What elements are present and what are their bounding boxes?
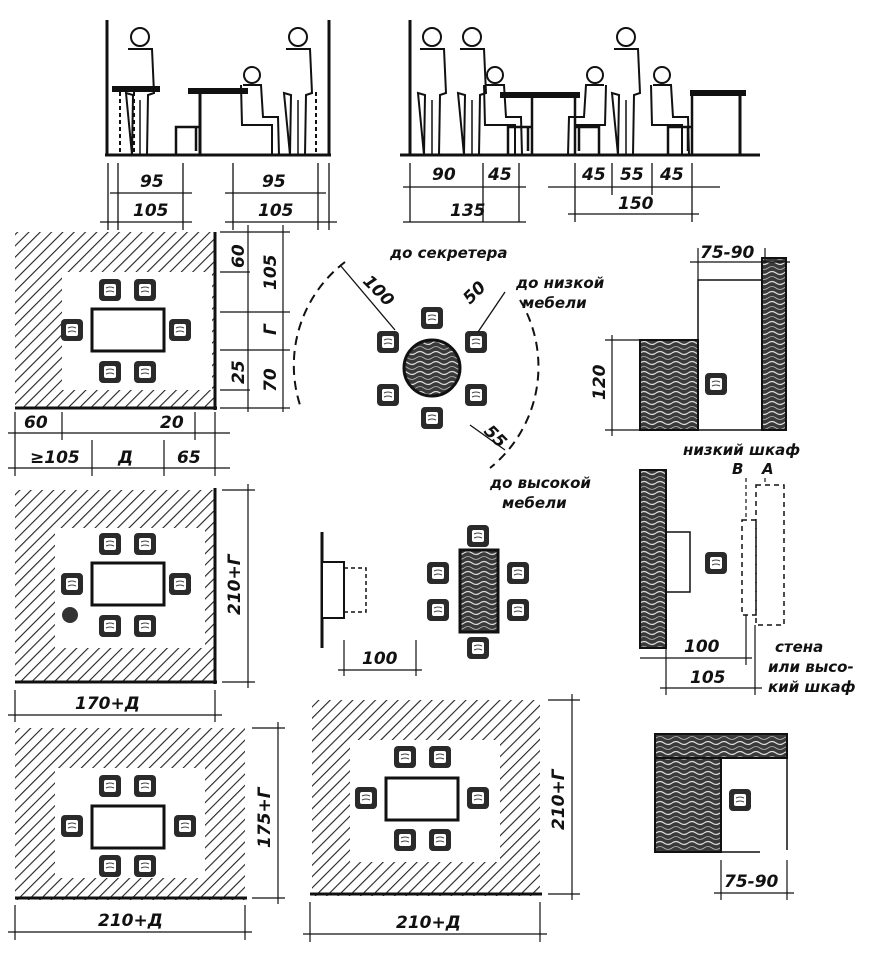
label-to-high-1: до высокой bbox=[489, 474, 591, 492]
dim-105-left: 105 bbox=[133, 201, 169, 221]
dim-75-90-top: 75-90 bbox=[700, 243, 755, 263]
dim-210-g-2: 210+Г bbox=[225, 553, 245, 615]
plan-room-1: 60 105 Г 25 70 60 20 ≥105 Д 65 bbox=[8, 225, 290, 476]
dim-135: 135 bbox=[450, 201, 486, 221]
label-to-low-2: мебели bbox=[522, 294, 587, 312]
dim-105-h: ≥105 bbox=[30, 448, 80, 468]
label-b: B bbox=[732, 460, 743, 478]
label-to-low-1: до низкой bbox=[515, 274, 605, 292]
dim-170-d: 170+Д bbox=[75, 694, 140, 714]
dim-100-round: 100 bbox=[358, 271, 397, 310]
dim-70-v: 70 bbox=[261, 368, 281, 392]
plan-room-2: 210+Г 170+Д bbox=[8, 484, 255, 722]
wall-note-3: кий шкаф bbox=[768, 678, 856, 696]
wall-note-2: или высо- bbox=[768, 658, 854, 676]
middle-plan: 100 bbox=[320, 524, 530, 676]
dim-g-v: Г bbox=[261, 323, 281, 335]
dim-150: 150 bbox=[618, 194, 654, 214]
dim-45-c: 45 bbox=[659, 165, 684, 185]
label-to-secretary: до секретера bbox=[389, 244, 508, 262]
dim-210-d-4: 210+Д bbox=[396, 913, 461, 933]
dim-95-left: 95 bbox=[140, 172, 164, 192]
corner-unit-plan: 75-90 bbox=[654, 733, 794, 900]
dim-d-h: Д bbox=[117, 448, 133, 468]
dim-210-g-4: 210+Г bbox=[549, 768, 569, 830]
dim-210-d-3: 210+Д bbox=[98, 911, 163, 931]
dim-95-right: 95 bbox=[262, 172, 286, 192]
dim-65-h: 65 bbox=[177, 448, 201, 468]
plan-room-4: 210+Г 210+Д bbox=[303, 694, 580, 942]
dim-105-right: 105 bbox=[258, 201, 294, 221]
dim-105-v: 105 bbox=[261, 255, 281, 291]
elevation-right: 90 45 135 45 55 45 150 bbox=[400, 20, 760, 223]
dim-60-h: 60 bbox=[24, 413, 48, 433]
dim-100-cab: 100 bbox=[684, 637, 720, 657]
dim-175-g: 175+Г bbox=[255, 786, 275, 848]
dim-75-90-bottom: 75-90 bbox=[724, 872, 779, 892]
dim-20-h: 20 bbox=[160, 413, 184, 433]
low-cabinet-title: низкий шкаф bbox=[683, 441, 800, 459]
dim-50-round: 50 bbox=[459, 278, 490, 309]
dim-60-v: 60 bbox=[229, 244, 249, 268]
dim-55: 55 bbox=[620, 165, 644, 185]
dim-100-mid: 100 bbox=[362, 649, 398, 669]
plan-room-3: 175+Г 210+Д bbox=[8, 722, 285, 940]
dim-105-cab: 105 bbox=[690, 668, 726, 688]
dim-45-a: 45 bbox=[487, 165, 512, 185]
dim-25-v: 25 bbox=[229, 360, 249, 384]
low-cabinet-plan: низкий шкаф B A 100 105 стена или высо- … bbox=[639, 441, 856, 696]
wall-note-1: стена bbox=[775, 638, 823, 656]
label-a: A bbox=[761, 460, 774, 478]
side-unit-plan: 75-90 120 bbox=[590, 243, 790, 436]
round-table-plan: до секретера 100 до низкой мебели 50 55 … bbox=[292, 244, 605, 512]
elevation-left: 95 105 95 105 bbox=[100, 20, 337, 230]
dim-45-b: 45 bbox=[581, 165, 606, 185]
dim-90: 90 bbox=[432, 165, 456, 185]
label-to-high-2: мебели bbox=[502, 494, 567, 512]
dim-55-round: 55 bbox=[479, 421, 510, 452]
dim-120: 120 bbox=[590, 364, 610, 400]
